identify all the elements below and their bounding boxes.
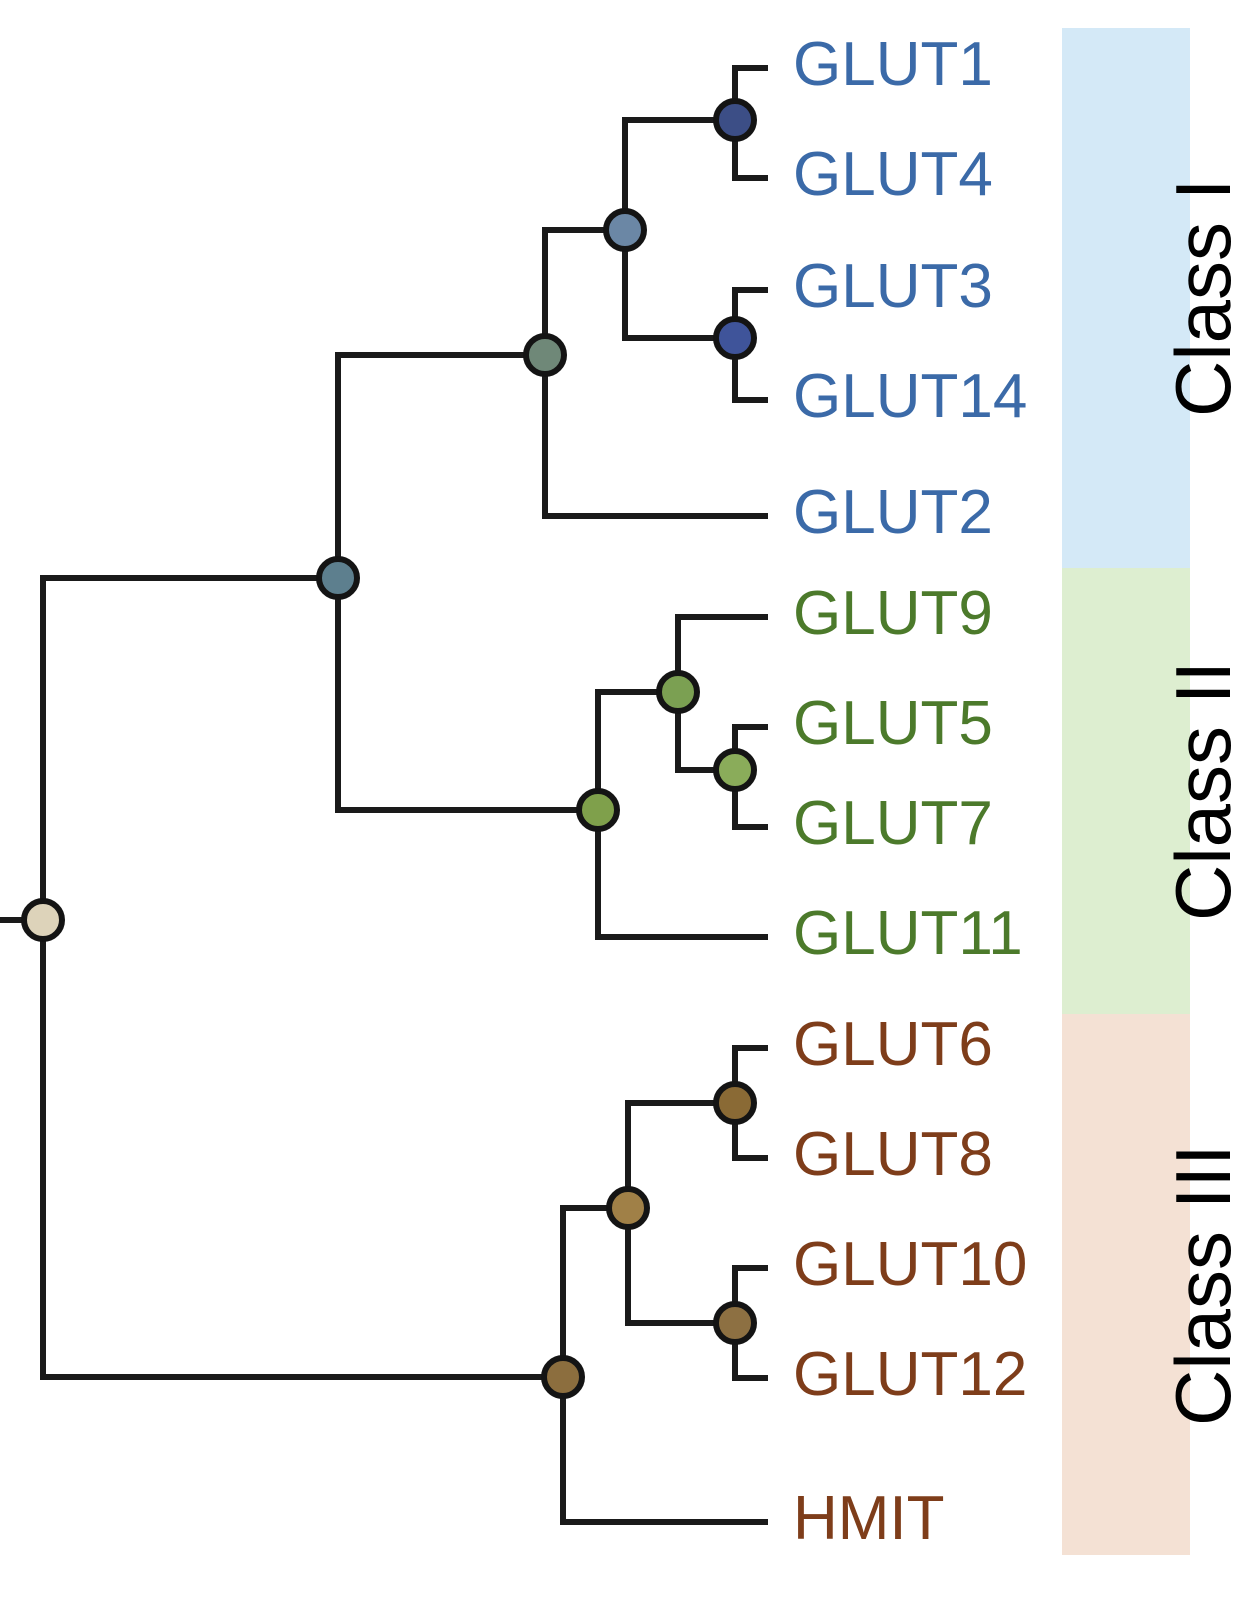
class-band-class-1 xyxy=(1062,28,1190,568)
tree-node-glut10-glut12[interactable] xyxy=(713,1301,757,1345)
branch-lines-layer xyxy=(0,65,768,1525)
class-band-class-3 xyxy=(1062,1014,1190,1555)
tip-label-glut11: GLUT11 xyxy=(793,899,1023,968)
tip-label-glut1: GLUT1 xyxy=(793,30,993,99)
tip-label-glut4: GLUT4 xyxy=(793,140,993,209)
tip-label-glut9: GLUT9 xyxy=(793,579,993,648)
class-band-class-2 xyxy=(1062,568,1190,1014)
tree-node-root[interactable] xyxy=(21,898,65,942)
tip-label-glut8: GLUT8 xyxy=(793,1120,993,1189)
tree-node-glut6-glut8[interactable] xyxy=(713,1081,757,1125)
internal-nodes-layer xyxy=(21,98,757,1399)
tree-node-glut5-glut7[interactable] xyxy=(713,748,757,792)
tree-node-glut3-glut14[interactable] xyxy=(713,316,757,360)
tip-label-hmit: HMIT xyxy=(793,1484,945,1553)
tree-node-class3-root[interactable] xyxy=(541,1355,585,1399)
class-label-class-2: Class II xyxy=(1159,660,1245,921)
tree-node-class1-root[interactable] xyxy=(523,333,567,377)
class-label-class-3: Class III xyxy=(1159,1143,1245,1426)
tree-node-glut1-glut4[interactable] xyxy=(713,98,757,142)
tip-label-glut10: GLUT10 xyxy=(793,1230,1028,1299)
tip-label-glut6: GLUT6 xyxy=(793,1010,993,1079)
tip-label-glut5: GLUT5 xyxy=(793,689,993,758)
tip-label-glut12: GLUT12 xyxy=(793,1340,1028,1409)
tree-node-glut6-8-10-12[interactable] xyxy=(606,1186,650,1230)
tree-node-glut1-4-3-14[interactable] xyxy=(603,208,647,252)
tree-node-class2-root[interactable] xyxy=(576,788,620,832)
tree-node-class1-2-mrca[interactable] xyxy=(316,556,360,600)
class-label-class-1: Class I xyxy=(1159,178,1245,417)
tip-label-glut7: GLUT7 xyxy=(793,789,993,858)
tip-label-glut2: GLUT2 xyxy=(793,478,993,547)
tip-label-glut14: GLUT14 xyxy=(793,362,1028,431)
tip-label-glut3: GLUT3 xyxy=(793,252,993,321)
tree-node-glut9-5-7[interactable] xyxy=(656,670,700,714)
